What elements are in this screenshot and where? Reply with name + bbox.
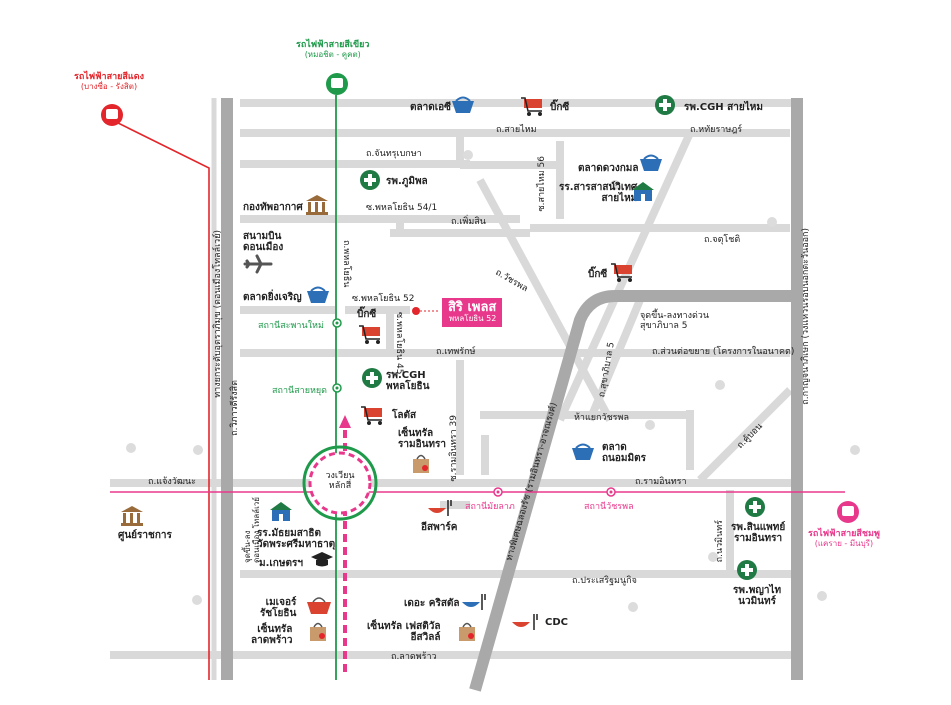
shopping-bag-icon (413, 454, 429, 473)
place-sinphaet[interactable]: รพ.สินแพทย์ รามอินทรา (731, 522, 786, 544)
dining-icon (512, 614, 538, 630)
road-nawamin: ถ.นวมินทร์ (715, 520, 725, 563)
market-basket-icon (640, 154, 662, 171)
school-building-icon (270, 502, 292, 521)
place-festival[interactable]: เซ็นทรัล เฟสติวัล อีสวิลล์ (367, 621, 441, 643)
road-prasert: ถ.ประเสริฐมนูกิจ (572, 576, 637, 586)
green-line-title: รถไฟฟ้าสายสีเขียว (หมอชิต - คูคต) (296, 40, 370, 60)
road-watcharaphon-junction: ห้าแยกวัชรพล (574, 413, 629, 423)
station-watcharaphon[interactable]: สถานีวัชรพล (584, 502, 634, 512)
road-kanchana: ถ.กาญจนาภิเษก (วงแหวนรอบนอกตะวันออก) (801, 228, 811, 405)
shopping-cart-icon (359, 325, 380, 344)
shopping-cart-icon (611, 263, 632, 282)
place-crystal[interactable]: เดอะ คริสตัล (404, 598, 460, 609)
tree-icons (126, 150, 860, 612)
shopping-bag-icon (459, 622, 475, 641)
place-bigc-phahon[interactable]: บิ๊กซี (357, 309, 377, 320)
hospital-cross-icon (360, 170, 380, 190)
station-maiyalap[interactable]: สถานีมัยลาภ (465, 502, 515, 512)
road-extension: ถ.ส่วนต่อขยาย (โครงการในอนาคต) (652, 347, 795, 357)
shopping-basket-icon (307, 597, 331, 614)
road-phahon-52: ซ.พหลโยธิน 52 (352, 294, 415, 304)
place-talad-duangkamol[interactable]: ตลาดดวงกมล (578, 163, 639, 174)
dining-icon (428, 500, 452, 516)
shopping-cart-icon (361, 406, 382, 425)
place-govt-center[interactable]: ศูนย์ราชการ (118, 530, 172, 541)
place-central-ramindra[interactable]: เซ็นทรัล รามอินทรา (398, 428, 446, 450)
dining-icon (462, 594, 486, 610)
road-hathai: ถ.หทัยราษฎร์ (690, 125, 743, 135)
pink-line-title: รถไฟฟ้าสายสีชมพู (แคราย - มีนบุรี) (808, 529, 880, 549)
hospital-cross-icon (745, 497, 765, 517)
airplane-icon (243, 254, 273, 274)
place-talad-thanon[interactable]: ตลาด ถนอมมิตร (602, 442, 646, 464)
graduation-cap-icon (311, 552, 333, 567)
place-bigc-mid[interactable]: บิ๊กซี (588, 269, 608, 280)
circle-ring-green (302, 445, 378, 521)
road-chaeng-watthana: ถ.แจ้งวัฒนะ (148, 477, 196, 487)
market-basket-icon (307, 286, 329, 303)
place-school-mattayom[interactable]: รร.มัธยมสาธิต วัดพระศรีมหาธาตุ (257, 528, 336, 550)
lak-si-circle-label: วงเวียน หลักสี่ (325, 471, 355, 491)
place-cdc[interactable]: CDC (545, 617, 568, 628)
hospital-cross-icon (737, 560, 757, 580)
place-central-ladprao[interactable]: เซ็นทรัล ลาดพร้าว (251, 624, 293, 646)
red-line (111, 119, 210, 680)
government-building-icon (306, 195, 328, 215)
place-eastpark[interactable]: อีสพาร์ค (421, 522, 458, 533)
government-building-icon (121, 506, 143, 526)
station-saphan-mai[interactable]: สถานีสะพานใหม่ (258, 321, 324, 331)
place-talad-yingcharoen[interactable]: ตลาดยิ่งเจริญ (243, 292, 302, 303)
place-bigc-top[interactable]: บิ๊กซี (550, 102, 570, 113)
project-sign[interactable]: สิริ เพลส พหลโยธิน 52 (442, 298, 503, 328)
road-phahon-45: ซ.พหลโยธิน 45 (393, 312, 404, 375)
station-sai-yut[interactable]: สถานีสายหยุด (272, 386, 328, 396)
circle-ring-pink (308, 451, 372, 515)
market-basket-icon (452, 96, 474, 113)
hospital-cross-icon (362, 368, 382, 388)
place-cgh-phahon[interactable]: รพ.CGH พหลโยธิน (386, 370, 430, 392)
road-thephrak: ถ.เทพรักษ์ (436, 347, 476, 357)
road-chatuchot: ถ.จตุโชติ (704, 235, 741, 245)
place-phyathai[interactable]: รพ.พญาไท นวมินทร์ (733, 585, 782, 607)
shopping-cart-icon (521, 97, 542, 116)
hospital-cross-icon (655, 95, 675, 115)
place-cgh-saimai[interactable]: รพ.CGH สายไหม (684, 102, 763, 113)
road-ram-intra: ถ.รามอินทรา (635, 477, 687, 487)
place-kasetsart[interactable]: ม.เกษตรฯ (259, 558, 303, 569)
road-sai-mai-56: ซ.สายไหม 56 (537, 156, 547, 212)
road-vibhavadi: ถ.วิภาวดีรังสิต (230, 380, 240, 436)
place-lotus[interactable]: โลตัส (392, 410, 417, 421)
place-bhumibol[interactable]: รพ.ภูมิพล (386, 176, 428, 187)
market-basket-icon (572, 443, 594, 460)
road-phermsin: ถ.เพิ่มสิน (451, 217, 486, 227)
train-icon (101, 73, 859, 523)
road-phahon-541: ซ.พหลโยธิน 54/1 (366, 203, 438, 213)
place-airforce[interactable]: กองทัพอากาศ (243, 202, 303, 213)
road-ram-intra-39: ซ.รามอินทรา 39 (449, 415, 459, 482)
extension-arrow-icon (339, 415, 351, 428)
road-phahonyothin: ถ.พหลโยธิน (340, 240, 351, 288)
station-markers (332, 318, 616, 497)
place-talad-or[interactable]: ตลาดเอซี (410, 102, 451, 113)
major-roads (221, 98, 803, 692)
road-expressway-entry: จุดขึ้น-ลงทางด่วน สุขาภิบาล 5 (640, 311, 710, 331)
project-pin-icon (412, 307, 420, 315)
road-don-mueang-tollway: ทางยกระดับอุตราภิมุข (ดอนเมืองโทลล์เวย์) (213, 230, 223, 398)
shopping-bag-icon (310, 622, 326, 641)
place-major[interactable]: เมเจอร์ รัชโยธิน (260, 597, 297, 619)
red-line-title: รถไฟฟ้าสายสีแดง (บางซื่อ - รังสิต) (74, 72, 144, 92)
road-lat-phrao: ถ.ลาดพร้าว (391, 652, 437, 662)
road-sai-mai: ถ.สายไหม (496, 125, 537, 135)
school-building-icon (632, 182, 654, 201)
place-airport[interactable]: สนามบิน ดอนเมือง (243, 231, 284, 253)
place-school-saimai[interactable]: รร.สารสาสน์วิเทศ สายไหม (559, 182, 638, 204)
road-chanbuenka: ถ.จันทรุเบกษา (366, 149, 422, 159)
